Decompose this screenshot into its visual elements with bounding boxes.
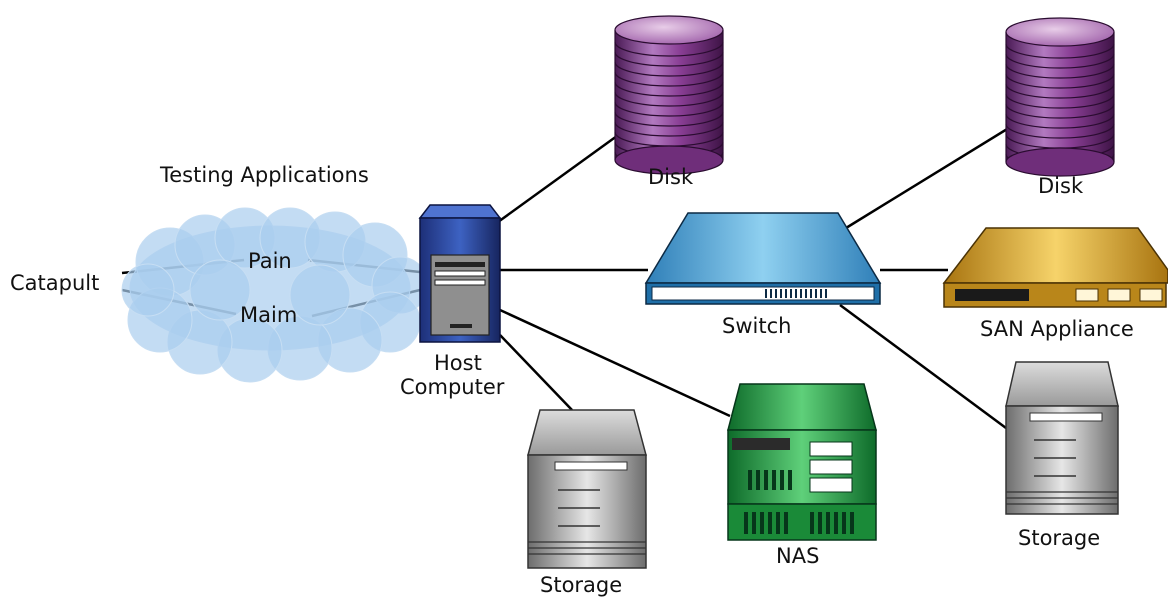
nas-label: NAS [776,544,819,568]
san-appliance-icon [942,227,1168,308]
server-tower-icon [418,204,502,343]
storage-tower-icon [1005,361,1119,515]
link-host-nas [499,308,731,418]
link-host-disk [497,126,629,224]
storage-tower-icon [527,409,647,569]
link-switch-disk [845,124,1013,230]
nas-icon [727,383,877,541]
testing-applications-label: Testing Applications [159,163,369,187]
host-label-line2: Computer [400,375,505,399]
san-appliance-label: SAN Appliance [980,317,1134,341]
catapult-label: Catapult [10,271,99,295]
switch-label: Switch [722,314,791,338]
disk-label: Disk [1038,174,1084,198]
cloud-icon [121,207,429,383]
maim-label: Maim [240,303,297,327]
disk-stack-icon [614,15,724,175]
network-switch-icon [644,212,882,305]
storage-label: Storage [1018,526,1100,550]
disk-label: Disk [648,165,694,189]
disk-stack-icon [1005,17,1115,177]
link-switch-storage [839,303,1007,430]
storage-label: Storage [540,573,622,597]
host-label-line1: Host [434,351,482,375]
link-host-storage [499,334,573,411]
pain-label: Pain [248,249,292,273]
